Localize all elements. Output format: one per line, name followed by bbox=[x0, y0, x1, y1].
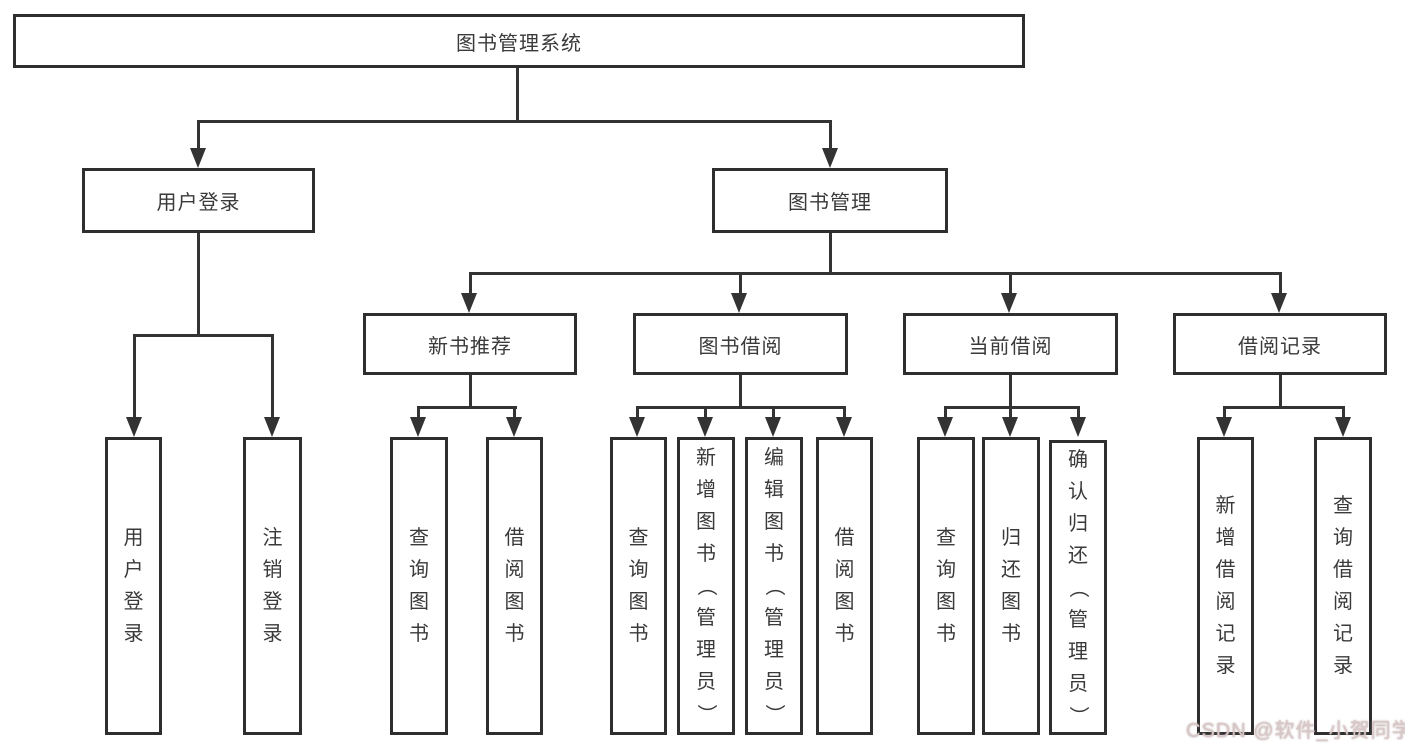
connector-drop-book-borrow bbox=[739, 272, 742, 295]
connector-bus-level3 bbox=[469, 272, 1282, 275]
node-user-login-label: 用户登录 bbox=[156, 192, 241, 214]
leaf-br-query-record-label: 查询借阅记录 bbox=[1333, 495, 1353, 677]
connector-drop-nb-leaf1 bbox=[417, 406, 420, 420]
connector-drop-new-book bbox=[469, 272, 472, 295]
csdn-watermark: CSDN @软件_小贺同学 bbox=[1186, 720, 1405, 742]
connector-drop-book-mgmt bbox=[829, 120, 832, 150]
arrow-down-icon bbox=[190, 148, 206, 168]
leaf-bb-add-books-admin: 新增图书（管理员） bbox=[677, 437, 735, 735]
connector-drop-cb-leaf1 bbox=[944, 406, 947, 420]
node-root-label: 图书管理系统 bbox=[456, 32, 582, 55]
arrow-down-icon bbox=[1070, 417, 1086, 437]
leaf-bb-edit-books-admin: 编辑图书（管理员） bbox=[745, 437, 803, 735]
connector-drop-ul-leaf1 bbox=[133, 334, 136, 419]
leaf-user-login-label: 用户登录 bbox=[123, 527, 144, 645]
node-new-book-recommend-label: 新书推荐 bbox=[428, 335, 512, 358]
leaf-nb-borrow-books-label: 借阅图书 bbox=[504, 527, 525, 645]
arrow-down-icon bbox=[461, 293, 477, 313]
node-book-borrowing-label: 图书借阅 bbox=[698, 335, 783, 358]
node-current-borrowing-label: 当前借阅 bbox=[968, 335, 1053, 358]
leaf-cb-query-books-label: 查询图书 bbox=[936, 527, 956, 645]
connector-drop-cb-leaf2 bbox=[1009, 406, 1012, 420]
leaf-logout-label: 注销登录 bbox=[262, 527, 283, 645]
node-borrowing-records: 借阅记录 bbox=[1173, 313, 1387, 375]
leaf-br-add-record: 新增借阅记录 bbox=[1197, 437, 1254, 735]
leaf-user-login: 用户登录 bbox=[105, 437, 162, 735]
leaf-bb-borrow-books-label: 借阅图书 bbox=[834, 527, 855, 645]
arrow-down-icon bbox=[836, 417, 852, 437]
connector-drop-borrow-records bbox=[1279, 272, 1282, 295]
connector-drop-nb-leaf2 bbox=[513, 406, 516, 420]
node-borrowing-records-label: 借阅记录 bbox=[1238, 335, 1322, 358]
arrow-down-icon bbox=[1271, 293, 1287, 313]
connector-drop-bb-leaf4 bbox=[843, 406, 846, 420]
connector-root-stub bbox=[516, 68, 519, 122]
leaf-bb-borrow-books: 借阅图书 bbox=[816, 437, 873, 735]
node-book-borrowing: 图书借阅 bbox=[633, 313, 848, 375]
arrow-down-icon bbox=[410, 417, 426, 437]
leaf-bb-query-books-label: 查询图书 bbox=[628, 527, 649, 645]
connector-drop-bb-leaf1 bbox=[636, 406, 639, 420]
leaf-cb-return-books-label: 归还图书 bbox=[1001, 527, 1021, 645]
connector-borrow-records-stub bbox=[1279, 375, 1282, 408]
arrow-down-icon bbox=[126, 417, 142, 437]
leaf-cb-return-books: 归还图书 bbox=[982, 437, 1040, 735]
connector-bus-book-borrow bbox=[636, 406, 846, 409]
connector-current-borrow-stub bbox=[1009, 375, 1012, 408]
leaf-cb-confirm-return-admin: 确认归还（管理员） bbox=[1049, 440, 1107, 735]
connector-drop-br-leaf1 bbox=[1223, 406, 1226, 420]
arrow-down-icon bbox=[1002, 417, 1018, 437]
leaf-bb-query-books: 查询图书 bbox=[610, 437, 667, 735]
leaf-cb-confirm-return-admin-label: 确认归还（管理员） bbox=[1067, 448, 1089, 726]
connector-bus-new-book bbox=[417, 406, 517, 409]
leaf-bb-edit-books-admin-label: 编辑图书（管理员） bbox=[763, 447, 785, 724]
arrow-down-icon bbox=[937, 417, 953, 437]
arrow-down-icon bbox=[506, 417, 522, 437]
connector-drop-bb-leaf3 bbox=[772, 406, 775, 420]
node-user-login: 用户登录 bbox=[82, 168, 315, 233]
arrow-down-icon bbox=[765, 417, 781, 437]
connector-drop-user-login bbox=[197, 120, 200, 150]
connector-drop-ul-leaf2 bbox=[271, 334, 274, 419]
leaf-nb-query-books: 查询图书 bbox=[390, 437, 448, 735]
node-book-management-label: 图书管理 bbox=[788, 192, 872, 214]
connector-bus-user-login bbox=[133, 334, 274, 337]
arrow-down-icon bbox=[1335, 417, 1351, 437]
arrow-down-icon bbox=[1001, 293, 1017, 313]
connector-drop-current-borrow bbox=[1009, 272, 1012, 295]
leaf-nb-query-books-label: 查询图书 bbox=[409, 527, 429, 645]
leaf-logout: 注销登录 bbox=[243, 437, 302, 735]
connector-drop-bb-leaf2 bbox=[704, 406, 707, 420]
connector-bus-borrow-records bbox=[1223, 406, 1345, 409]
leaf-bb-add-books-admin-label: 新增图书（管理员） bbox=[695, 447, 717, 724]
arrow-down-icon bbox=[629, 417, 645, 437]
connector-book-borrow-stub bbox=[739, 375, 742, 408]
connector-user-login-stub bbox=[197, 233, 200, 336]
leaf-cb-query-books: 查询图书 bbox=[917, 437, 975, 735]
connector-bus-current-borrow bbox=[944, 406, 1080, 409]
leaf-nb-borrow-books: 借阅图书 bbox=[486, 437, 543, 735]
node-current-borrowing: 当前借阅 bbox=[903, 313, 1118, 375]
leaf-br-query-record: 查询借阅记录 bbox=[1314, 437, 1372, 735]
node-book-management: 图书管理 bbox=[712, 168, 948, 233]
arrow-down-icon bbox=[264, 417, 280, 437]
leaf-br-add-record-label: 新增借阅记录 bbox=[1215, 495, 1236, 677]
node-new-book-recommend: 新书推荐 bbox=[363, 313, 577, 375]
connector-drop-br-leaf2 bbox=[1342, 406, 1345, 420]
connector-drop-cb-leaf3 bbox=[1077, 406, 1080, 420]
connector-bus-level2 bbox=[197, 120, 832, 123]
connector-book-mgmt-stub bbox=[829, 233, 832, 274]
node-root: 图书管理系统 bbox=[13, 14, 1025, 68]
arrow-down-icon bbox=[1216, 417, 1232, 437]
arrow-down-icon bbox=[697, 417, 713, 437]
arrow-down-icon bbox=[731, 293, 747, 313]
connector-new-book-stub bbox=[469, 375, 472, 408]
arrow-down-icon bbox=[822, 148, 838, 168]
